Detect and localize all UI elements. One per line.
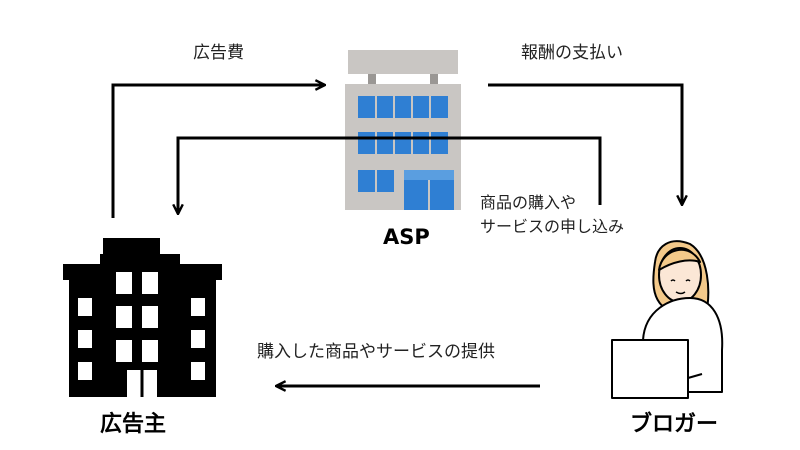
- label-purchase-line2: サービスの申し込み: [480, 217, 625, 236]
- label-reward-payment: 報酬の支払い: [521, 43, 623, 63]
- label-ad-fee: 広告費: [193, 43, 244, 63]
- node-label-blogger: ブロガー: [630, 412, 719, 437]
- label-purchase-line1: 商品の購入や: [480, 193, 577, 212]
- node-label-advertiser: 広告主: [100, 412, 167, 437]
- arrow-reward-payment: [488, 83, 682, 205]
- label-provide-goods: 購入した商品やサービスの提供: [257, 342, 495, 362]
- advertiser-building-icon: [63, 238, 222, 397]
- blogger-illustration: [611, 240, 724, 399]
- arrow-ad-fee: [111, 85, 325, 218]
- arrow-purchase-application: [178, 136, 602, 214]
- asp-building-icon: [345, 50, 461, 210]
- node-label-asp: ASP: [383, 225, 430, 249]
